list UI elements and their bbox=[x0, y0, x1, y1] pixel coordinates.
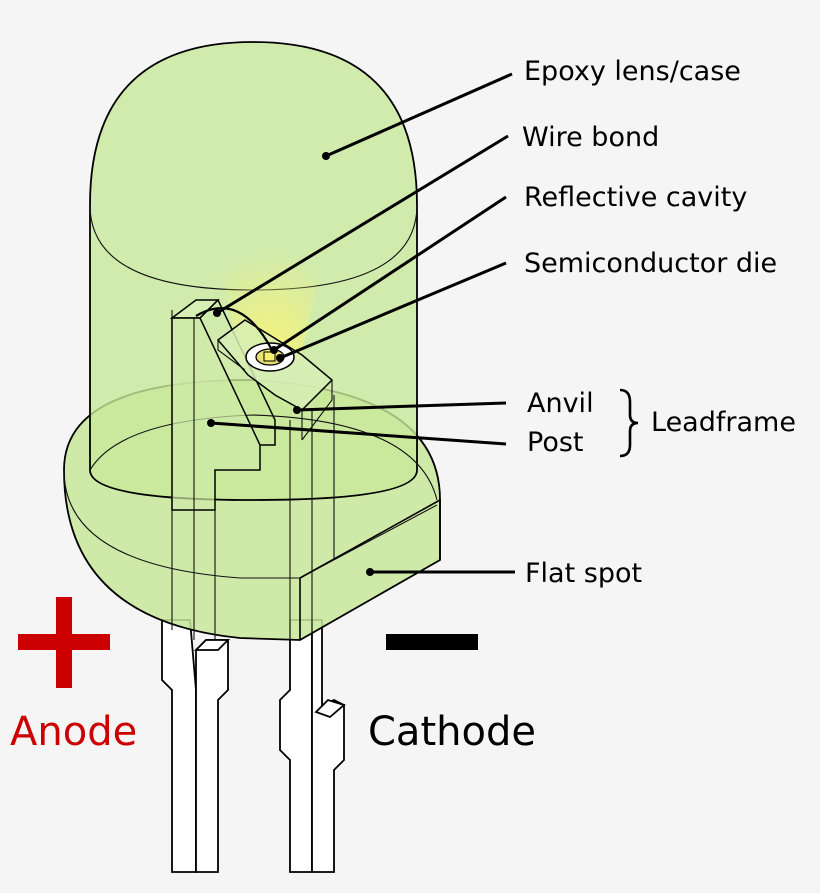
post bbox=[169, 298, 276, 511]
anvil bbox=[216, 319, 334, 441]
leadframe-brace bbox=[619, 388, 639, 458]
label-leadframe: Leadframe bbox=[651, 407, 796, 438]
wire-bond bbox=[195, 307, 273, 351]
label-wire-bond: Wire bond bbox=[522, 122, 659, 153]
plus-sign-icon bbox=[18, 597, 110, 688]
label-flat-spot: Flat spot bbox=[525, 558, 642, 589]
leader-lines bbox=[207, 72, 515, 576]
label-semiconductor-die: Semiconductor die bbox=[524, 248, 777, 279]
minus-sign-icon bbox=[386, 634, 478, 650]
label-anvil: Anvil bbox=[527, 388, 594, 419]
label-post: Post bbox=[527, 427, 584, 458]
cathode-lead bbox=[279, 619, 346, 873]
label-reflective-cavity: Reflective cavity bbox=[524, 182, 747, 213]
label-epoxy-lens: Epoxy lens/case bbox=[524, 56, 741, 87]
label-anode: Anode bbox=[10, 709, 137, 755]
anode-lead bbox=[161, 619, 231, 873]
label-cathode: Cathode bbox=[368, 709, 536, 755]
